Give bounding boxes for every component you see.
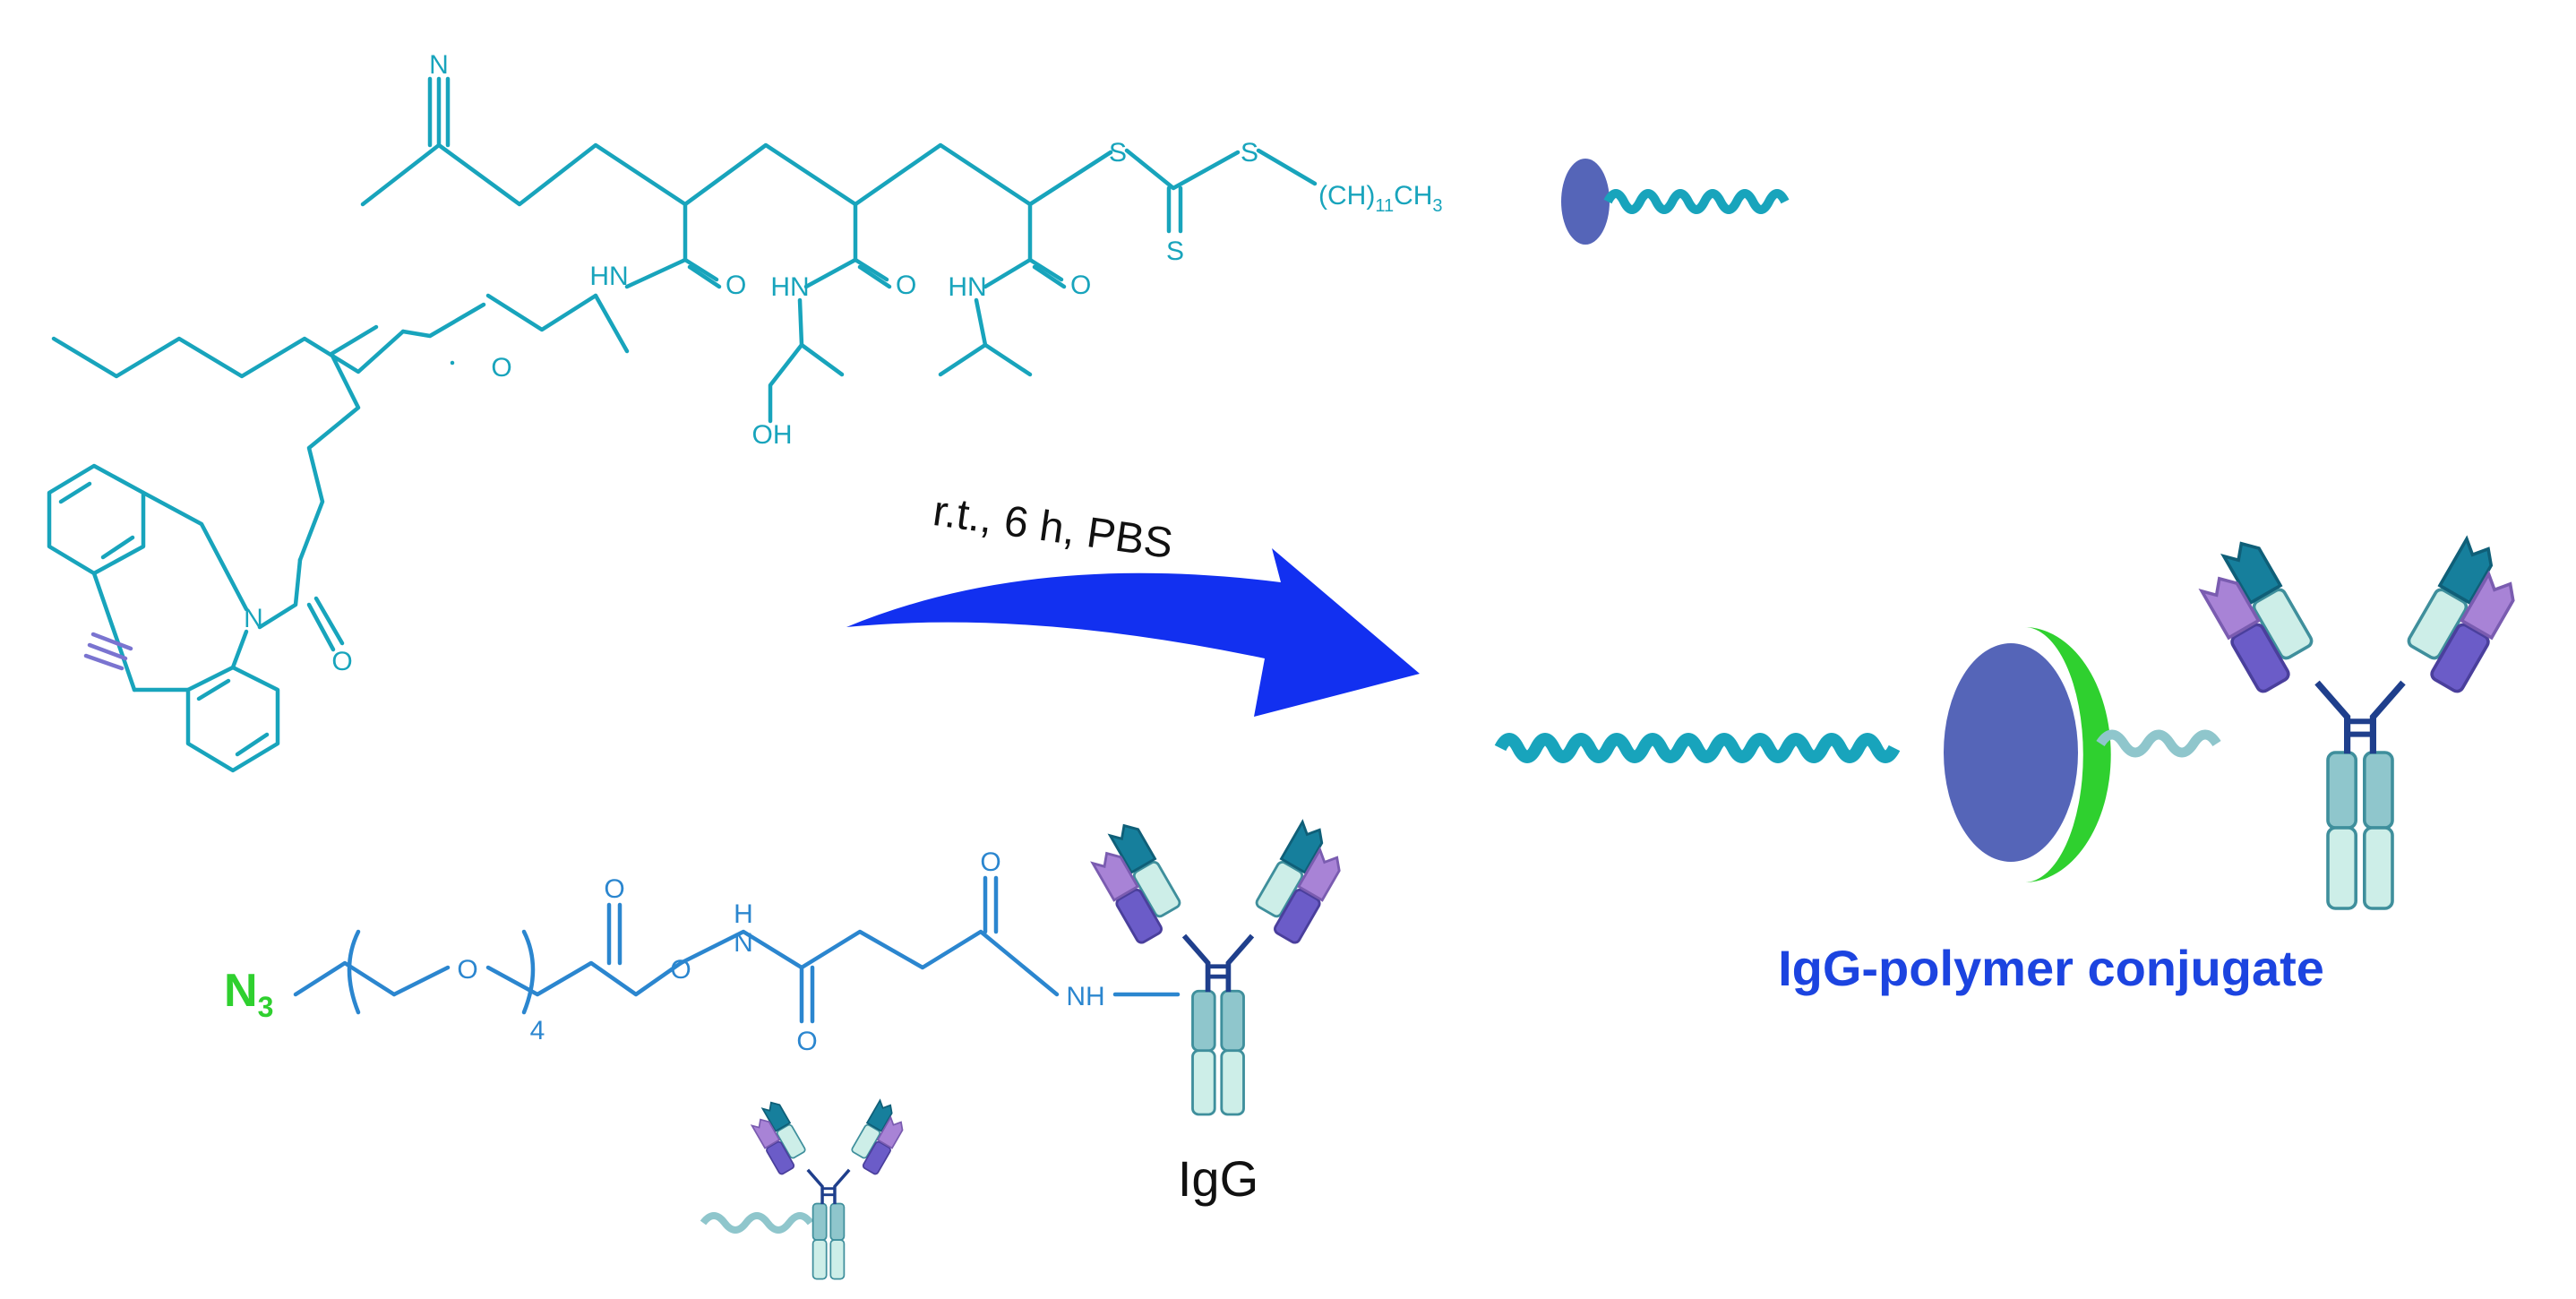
amide-carbonyl-o-1: O xyxy=(796,1027,817,1056)
hydrazide-n: N xyxy=(734,928,753,958)
nhs-o: O xyxy=(670,955,691,985)
dbco-structure: N O xyxy=(47,324,379,773)
amide-nh-3: HN xyxy=(948,272,986,302)
ester-carbonyl-o: O xyxy=(604,874,624,904)
reaction-conditions: r.t., 6 h, PBS xyxy=(930,487,1175,568)
amide-o-2: O xyxy=(896,271,916,300)
ester-o: O xyxy=(491,353,511,383)
dbco-carbonyl-o: O xyxy=(331,647,352,676)
reaction-arrow xyxy=(846,548,1420,717)
igg-antibody-icon xyxy=(1085,821,1352,1114)
polymer-icon xyxy=(1561,159,1790,245)
amide-o-1: O xyxy=(726,271,746,300)
peg-ether-o: O xyxy=(457,955,477,985)
polymer-structure: N HN O HN O HN O OH S S S (CH)11CH3 O xyxy=(51,50,1443,450)
dodecyl-group: (CH)11CH3 xyxy=(1318,181,1443,216)
conjugate-product-icon xyxy=(1494,627,2221,882)
sulfur-3: S xyxy=(1166,237,1184,266)
dbco-nitrogen: N xyxy=(244,604,263,633)
amide-carbonyl-o-2: O xyxy=(980,847,1000,877)
sulfur-2: S xyxy=(1241,138,1258,168)
nitrile-n: N xyxy=(429,50,449,80)
amide-nh-2: HN xyxy=(770,272,809,302)
azide-group: N3 xyxy=(224,965,273,1023)
conjugate-antibody-icon xyxy=(2191,538,2529,908)
linker-structure: N3 O 4 O O H N O O NH xyxy=(224,847,1181,1056)
igg-label: IgG xyxy=(1178,1150,1258,1207)
product-label: IgG-polymer conjugate xyxy=(1778,940,2324,996)
hydroxyl: OH xyxy=(752,420,793,450)
peg-repeat-count: 4 xyxy=(530,1016,545,1045)
amide-o-3: O xyxy=(1070,271,1091,300)
hydrazide-h: H xyxy=(734,899,753,929)
azide-igg-icon xyxy=(653,1097,912,1281)
amide-nh-1: HN xyxy=(589,262,628,291)
sulfur-1: S xyxy=(1109,138,1127,168)
amide-nh: NH xyxy=(1066,982,1104,1011)
